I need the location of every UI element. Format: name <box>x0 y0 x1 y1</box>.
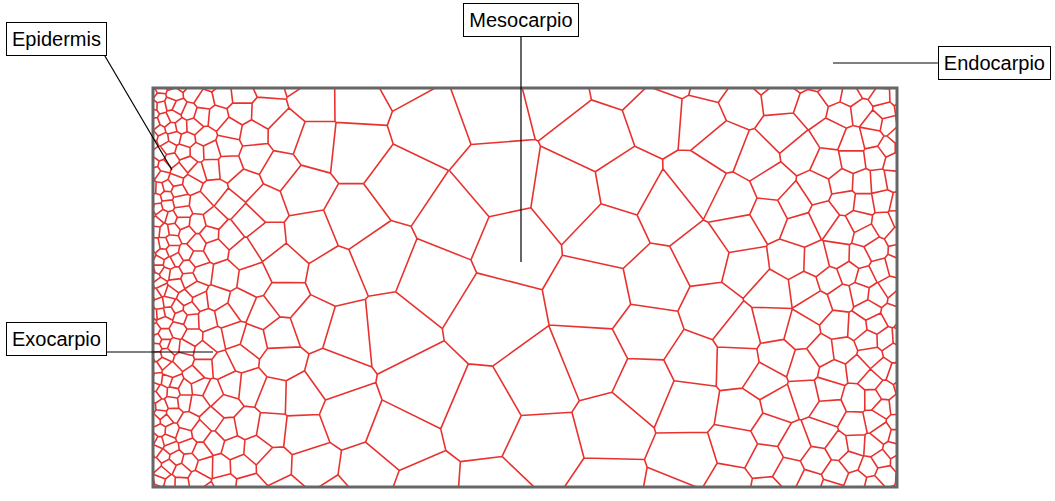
tissue-label-box: Endocarpio <box>938 46 1051 80</box>
tissue-label-box: Mesocarpio <box>463 3 578 37</box>
tissue-label-box: Epidermis <box>6 22 107 56</box>
tissue-label-box: Exocarpio <box>6 322 107 356</box>
tissue-label: Exocarpio <box>12 326 101 352</box>
tissue-label: Mesocarpio <box>469 7 572 33</box>
section-frame <box>153 88 897 487</box>
leader-line <box>833 62 938 63</box>
leader-line <box>520 37 521 262</box>
cell-wall-network <box>154 89 896 486</box>
leader-line <box>107 351 213 352</box>
tissue-label: Endocarpio <box>944 50 1045 76</box>
leader-line <box>105 56 172 170</box>
tissue-label: Epidermis <box>12 26 101 52</box>
cell-walls <box>154 89 896 486</box>
